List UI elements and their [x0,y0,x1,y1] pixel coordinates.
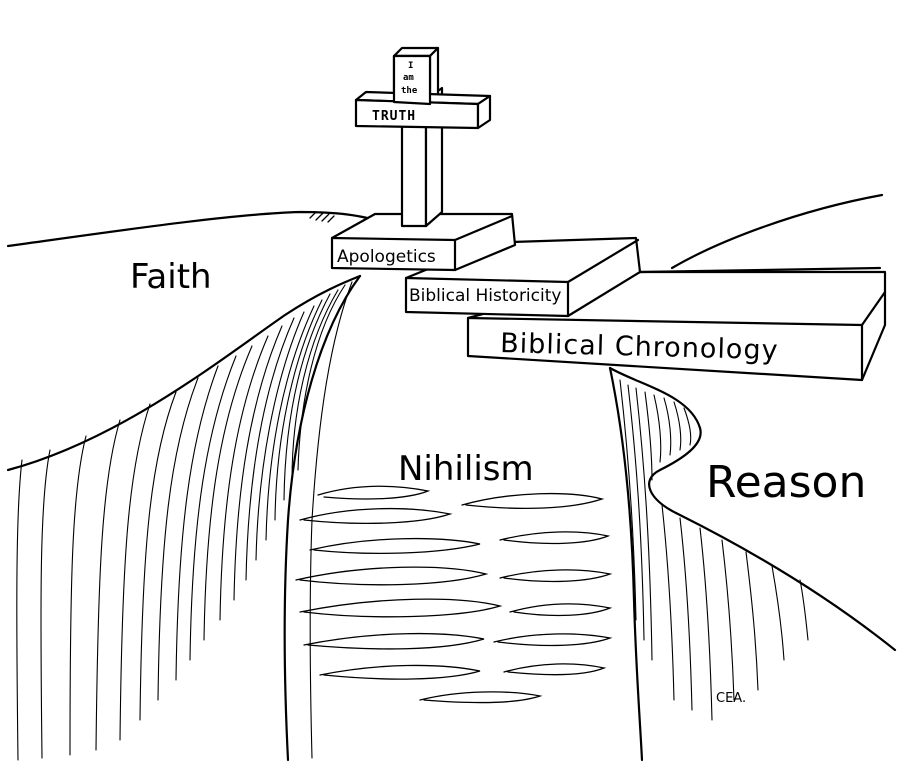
reason-cliff [608,193,897,762]
cross-crossbar-text: TRUTH [372,109,416,124]
label-faith: Faith [130,257,212,297]
faith-cliff [6,210,382,762]
plank-label-historicity: Biblical Historicity [409,286,561,306]
plank-label-apologetics: Apologetics [337,247,436,267]
plank-apologetics: Apologetics [330,212,517,272]
cross-text-line3: the [401,86,418,96]
cross-text-line2: am [403,73,414,83]
label-reason: Reason [706,457,866,508]
plank-label-chronology: Biblical Chronology [500,328,779,366]
water-waves [295,485,613,704]
label-nihilism: Nihilism [398,449,534,489]
cross: I am the TRUTH [354,46,492,228]
artist-signature: CEA. [716,691,746,706]
cross-text-line1: I [408,61,413,71]
